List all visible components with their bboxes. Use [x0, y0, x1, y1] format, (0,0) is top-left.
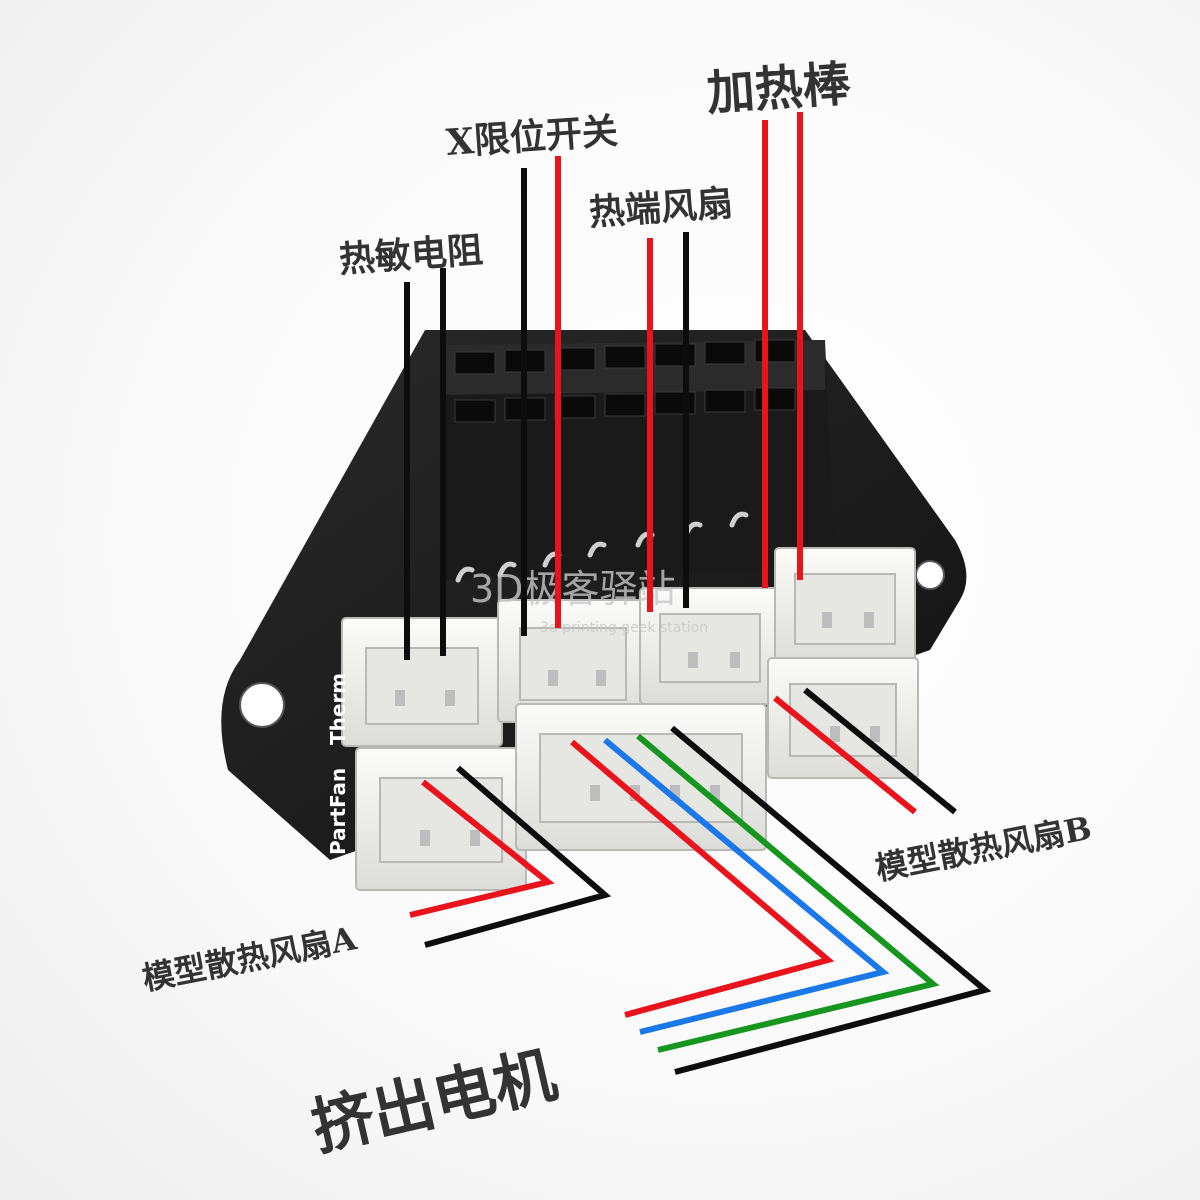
connector-heater	[774, 547, 916, 667]
silkscreen-partfan: PartFan	[326, 768, 350, 855]
wire-motor-green	[636, 733, 940, 1053]
connector-motor	[515, 703, 767, 851]
wire-partfan-b-black	[803, 687, 957, 815]
label-thermistor: 热敏电阻	[338, 229, 485, 281]
label-extruder-motor: 挤出电机	[305, 1038, 563, 1165]
connector-pins	[395, 612, 880, 846]
wire-partfan-a-black	[424, 765, 612, 948]
label-part-fan-a: 模型散热风扇A	[139, 919, 360, 998]
label-x-limit-switch: X限位开关	[445, 110, 619, 164]
wire-partfan-a-red	[409, 779, 555, 918]
watermark-sub: 3d printing geek station	[540, 620, 708, 636]
watermark-main: 3D极客驿站	[470, 567, 675, 611]
connector-hotend-fan	[639, 587, 781, 705]
label-hotend-fan: 热端风扇	[588, 182, 735, 234]
main-connector	[440, 339, 835, 583]
label-part-fan-b: 模型散热风扇B	[872, 809, 1094, 888]
connector-therm	[341, 617, 503, 747]
wire-motor-red	[570, 739, 835, 1018]
wires	[404, 112, 992, 1075]
wire-motor-blue	[603, 737, 890, 1035]
label-heater-rod: 加热棒	[705, 56, 854, 122]
mounting-hole-left	[239, 682, 285, 728]
wire-motor-black	[670, 725, 992, 1075]
connector-partfan-a	[355, 747, 527, 891]
silkscreen-therm: Therm	[326, 673, 350, 745]
wire-partfan-b-red	[773, 695, 917, 815]
mounting-hole-right	[915, 560, 945, 590]
connector-x-limit	[497, 599, 649, 723]
jst-connectors	[341, 547, 919, 891]
